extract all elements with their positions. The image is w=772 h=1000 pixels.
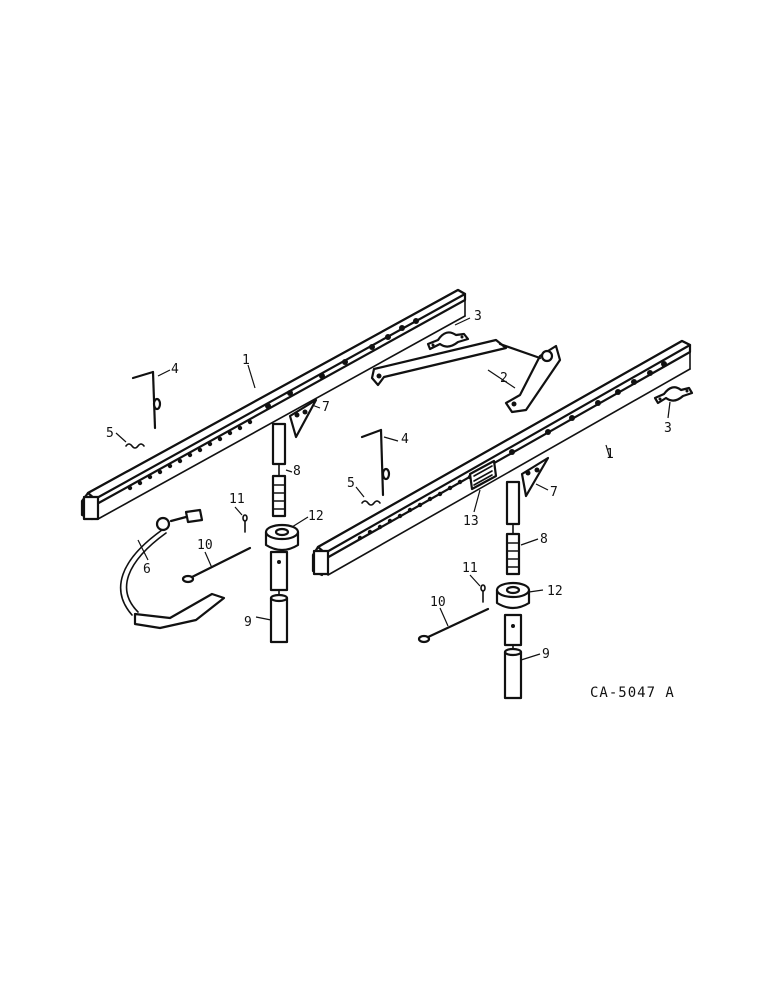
right-beam-slot-row [357,361,667,541]
drawing-number: CA-5047 A [590,685,675,701]
l-pin-right [360,428,391,497]
right-frame-beam [311,339,692,577]
callout-12-left: 12 [308,509,324,524]
clip-left [242,514,248,533]
callout-5-right: 5 [347,476,355,491]
callout-10-right: 10 [430,595,446,610]
hitch-pin-left [181,546,252,584]
callout-4-right: 4 [401,432,409,447]
callout-3-left: 3 [474,309,482,324]
hydraulic-hose [119,508,226,630]
stand-left [264,422,300,644]
gusset-left [288,398,318,439]
stand-right [495,480,531,700]
callout-7-left: 7 [322,400,330,415]
hitch-pin-right [417,607,490,644]
callout-6: 6 [143,562,151,577]
spring-pin-left [125,443,145,449]
clamp-left [426,331,470,351]
left-frame-beam [80,288,467,521]
callout-10-left: 10 [197,538,213,553]
cross-brace [370,338,562,414]
decal-plate [468,459,498,491]
leader-lines [115,317,671,661]
callout-9-left: 9 [244,615,252,630]
callout-12-right: 12 [547,584,563,599]
callout-11-right: 11 [462,561,478,576]
callout-11-left: 11 [229,492,245,507]
callout-1-left: 1 [242,353,250,368]
callout-labels: 1 3 2 4 5 6 7 8 9 10 11 12 1 3 4 5 7 13 … [106,309,672,662]
callout-3-right: 3 [664,421,672,436]
callout-4-left: 4 [171,362,179,377]
callout-9-right: 9 [542,647,550,662]
spring-pin-right [361,500,381,506]
l-pin-left [131,370,162,430]
callout-13: 13 [463,514,479,529]
callout-5-left: 5 [106,426,114,441]
left-beam-slot-row [127,318,419,491]
clip-right [480,584,486,603]
callout-8-right: 8 [540,532,548,547]
clamp-right [653,386,694,405]
callout-7-right: 7 [550,485,558,500]
gusset-right [520,456,550,498]
callout-8-left: 8 [293,464,301,479]
callout-2: 2 [500,371,508,386]
callout-1-right: 1 [606,447,614,462]
